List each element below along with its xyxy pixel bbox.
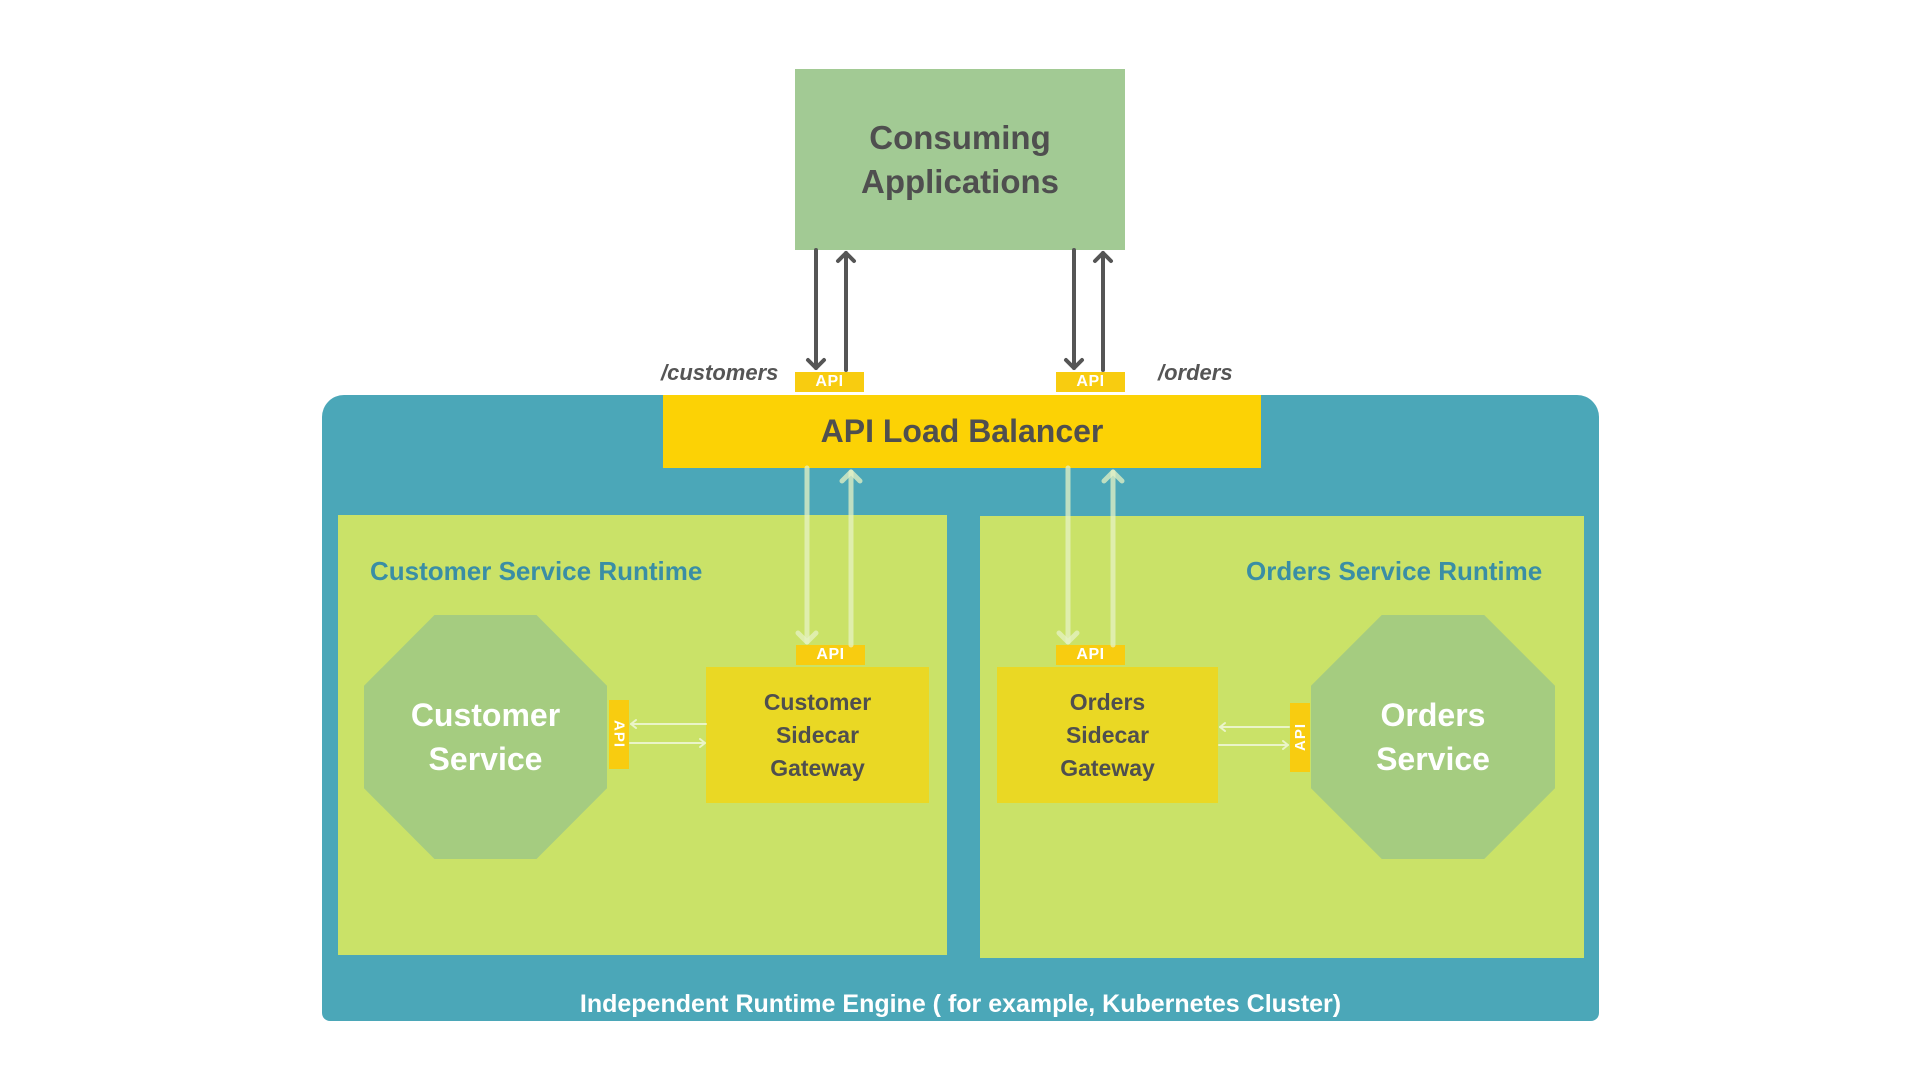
customer-sidecar-label: Customer Sidecar Gateway xyxy=(763,688,872,781)
api-badge-label: API xyxy=(816,646,845,663)
customer-service-node: Customer Service xyxy=(364,615,607,859)
route-label-customers: /customers xyxy=(661,360,779,385)
orders-sidecar-gateway: Orders Sidecar Gateway xyxy=(997,667,1218,803)
orders-runtime-title: Orders Service Runtime xyxy=(1246,556,1543,586)
customer-sidecar-gateway: Customer Sidecar Gateway xyxy=(706,667,929,803)
load-balancer-label: API Load Balancer xyxy=(820,413,1104,449)
api-badge-customer-sidecar: API xyxy=(796,645,865,665)
consuming-applications-box: Consuming Applications xyxy=(795,69,1125,250)
arrow-up-orders-to-consuming xyxy=(1093,251,1113,372)
api-load-balancer: API Load Balancer xyxy=(663,395,1261,468)
orders-service-label: Orders Service xyxy=(1376,697,1490,777)
runtime-engine-label: Independent Runtime Engine ( for example… xyxy=(579,990,1342,1018)
api-tab-customer-service: API xyxy=(609,700,629,769)
api-badge-label: API xyxy=(815,373,844,390)
consuming-applications-label: Consuming Applications xyxy=(860,118,1060,200)
api-badge-customers-entry: API xyxy=(795,372,864,392)
orders-sidecar-label: Orders Sidecar Gateway xyxy=(1060,688,1155,781)
route-label-orders: /orders xyxy=(1158,360,1233,385)
api-tab-orders-service: API xyxy=(1290,703,1310,772)
arrow-down-consuming-to-orders xyxy=(1064,248,1084,370)
customer-service-label: Customer Service xyxy=(410,697,561,777)
arrow-down-consuming-to-customers xyxy=(806,248,826,370)
api-badge-label: API xyxy=(1291,723,1309,752)
customer-runtime-title: Customer Service Runtime xyxy=(370,556,703,586)
api-badge-orders-sidecar: API xyxy=(1056,645,1125,665)
api-badge-label: API xyxy=(1076,646,1105,663)
api-badge-label: API xyxy=(1076,373,1105,390)
arrow-up-customers-to-consuming xyxy=(836,251,856,372)
orders-service-node: Orders Service xyxy=(1311,615,1555,859)
api-badge-label: API xyxy=(610,720,628,749)
api-badge-orders-entry: API xyxy=(1056,372,1125,392)
